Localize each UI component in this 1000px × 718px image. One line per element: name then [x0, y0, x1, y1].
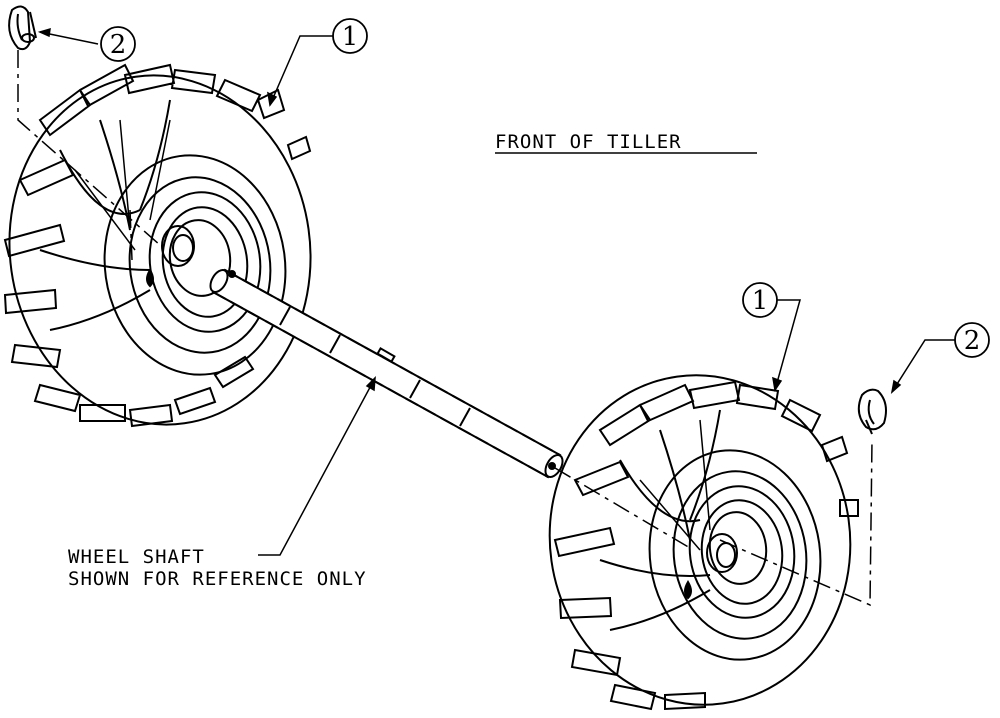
left-tire-outer	[8, 74, 312, 426]
shaft-keyway	[376, 347, 396, 363]
balloon-1-left: 1	[332, 18, 368, 54]
right-tire-inner	[648, 449, 822, 661]
balloon-1-left-number: 1	[342, 22, 359, 52]
left-hub	[161, 225, 195, 267]
shaft-pin-hole-left	[228, 270, 236, 278]
right-tread-lugs	[553, 380, 859, 711]
right-wheel	[548, 374, 859, 711]
shaft-pin-hole-right	[548, 462, 556, 470]
balloon-2-right: 2	[954, 322, 990, 358]
diagram-title: FRONT OF TILLER	[495, 131, 682, 153]
shaft-label-line2: SHOWN FOR REFERENCE ONLY	[68, 568, 367, 590]
right-tire-outer	[548, 374, 852, 706]
right-hub	[706, 533, 738, 573]
right-rim	[672, 470, 808, 640]
center-lines	[17, 50, 873, 607]
left-wheel	[3, 63, 312, 428]
wheel-shaft	[209, 268, 564, 479]
balloon-2-right-number: 2	[964, 326, 981, 356]
left-rim	[128, 176, 272, 354]
clevis-pin-right	[857, 388, 887, 435]
left-tire-inner	[103, 154, 287, 376]
shaft-end-left	[209, 269, 229, 293]
balloon-1-right: 1	[742, 282, 778, 318]
leader-lines	[37, 27, 955, 556]
left-tread-lugs	[3, 63, 312, 428]
clevis-pin-left	[8, 5, 37, 51]
balloon-1-right-number: 1	[752, 286, 769, 316]
shaft-label-line1: WHEEL SHAFT	[68, 546, 205, 568]
balloon-2-left-number: 2	[110, 30, 127, 60]
balloon-2-left: 2	[100, 26, 136, 62]
